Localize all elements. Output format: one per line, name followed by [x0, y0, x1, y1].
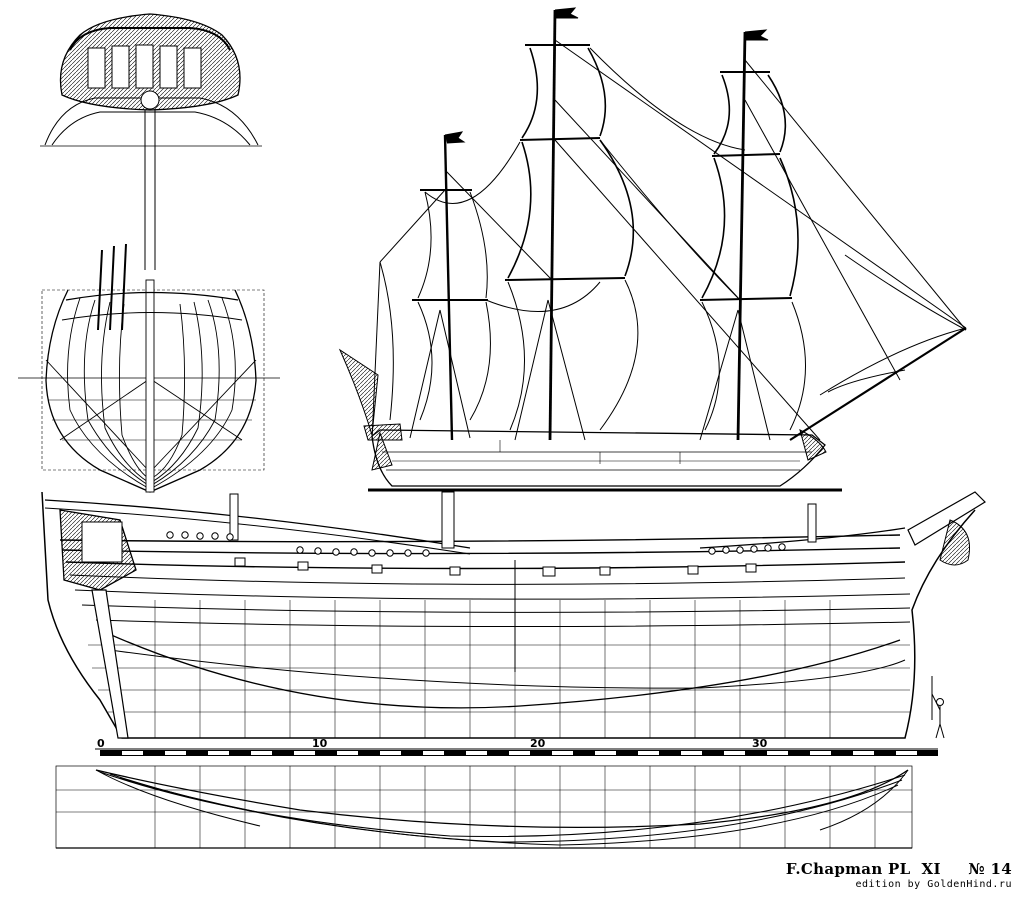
sail-plan: [338, 7, 967, 492]
scale-bar: 0 10 20 30: [95, 737, 938, 756]
body-plan: [18, 243, 280, 493]
stern-view: [40, 13, 262, 270]
plate-caption: F.Chapman PL XI № 14 edition by GoldenHi…: [786, 860, 1012, 890]
half-breadth-plan: [55, 765, 913, 849]
plate-credit: edition by GoldenHind.ru: [855, 879, 1012, 890]
plate-title: F.Chapman PL XI № 14: [785, 860, 1012, 878]
scale-label-30: 30: [752, 737, 768, 750]
scale-label-20: 20: [530, 737, 546, 750]
sheer-plan: [41, 491, 986, 739]
scale-label-0: 0: [97, 737, 105, 750]
scale-label-10: 10: [312, 737, 328, 750]
